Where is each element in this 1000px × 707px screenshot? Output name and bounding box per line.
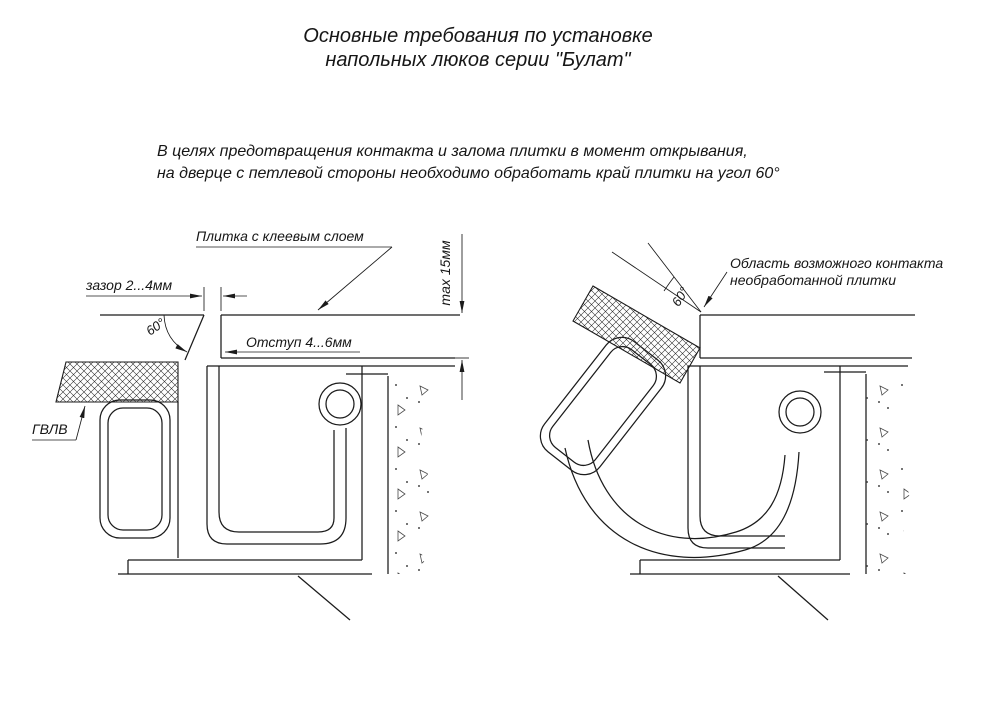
- dimension-gap: зазор 2...4мм: [85, 277, 247, 311]
- right-section-view: 60° Область возможного контакта необрабо…: [539, 242, 943, 621]
- label-tile-adhesive: Плитка с клеевым слоем: [196, 228, 364, 244]
- title-line-1: Основные требования по установке: [303, 25, 652, 47]
- door-tile: [207, 314, 460, 367]
- note-line-1: В целях предотвращения контакта и залома…: [157, 143, 748, 160]
- page-title: Основные требования по установке напольн…: [303, 25, 652, 71]
- label-offset: Отступ 4...6мм: [246, 334, 352, 350]
- left-floor-surface: [100, 314, 205, 361]
- concrete-wall: [388, 378, 433, 574]
- dimension-max-15: max 15мм: [437, 234, 469, 400]
- open-door-tile: [572, 285, 701, 384]
- frame-wall-right: [824, 366, 867, 574]
- note-text: В целях предотвращения контакта и залома…: [157, 143, 780, 182]
- label-max-15mm: max 15мм: [437, 240, 453, 306]
- bottom-frame-right: [630, 559, 850, 621]
- left-section-view: зазор 2...4мм 60° Отступ 4...6мм max 15м…: [32, 228, 469, 621]
- right-floor-surface: [688, 314, 915, 367]
- leader-gvlv: ГВЛВ: [32, 405, 86, 441]
- bottom-frame: [118, 559, 372, 621]
- label-contact-line-2: необработанной плитки: [730, 272, 896, 288]
- frame-pan-profile: [687, 366, 785, 549]
- leader-contact-area: Область возможного контакта необработанн…: [703, 255, 943, 308]
- gvlv-board: [55, 361, 179, 403]
- leader-tile-adhesive: Плитка с клеевым слоем: [196, 228, 393, 311]
- contact-wedge: 60°: [611, 242, 702, 313]
- door-arm: [564, 439, 800, 558]
- label-gap: зазор 2...4мм: [85, 277, 172, 293]
- label-gvlv: ГВЛВ: [32, 421, 68, 437]
- hinge-pin: [318, 382, 362, 426]
- dimension-offset: Отступ 4...6мм: [225, 334, 360, 355]
- door-pan-profile: [206, 366, 347, 545]
- dimension-angle-60: 60°: [143, 315, 188, 353]
- label-contact-line-1: Область возможного контакта: [730, 255, 943, 271]
- frame-tube: [99, 399, 179, 558]
- hinge-pin-right: [778, 390, 822, 434]
- label-angle-60-right: 60°: [669, 284, 692, 309]
- title-line-2: напольных люков серии "Булат": [325, 49, 631, 71]
- concrete-wall-right: [866, 376, 910, 574]
- note-line-2: на дверце с петлевой стороны необходимо …: [157, 165, 780, 182]
